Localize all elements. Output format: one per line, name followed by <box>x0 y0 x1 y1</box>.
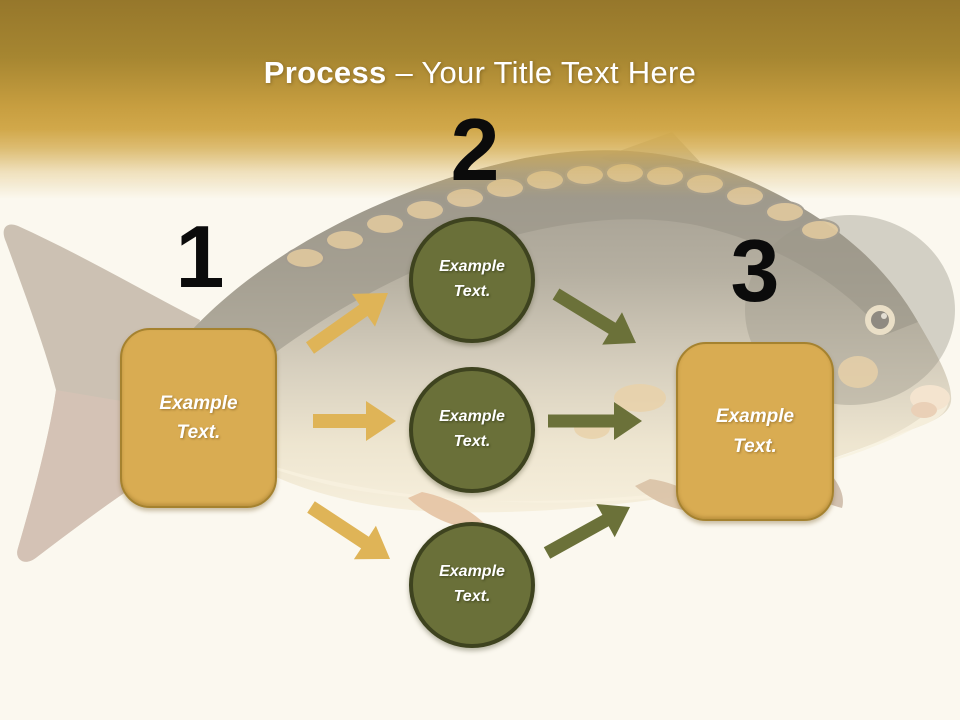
slide-title: Process – Your Title Text Here <box>0 52 960 94</box>
fish-pelvic-fin <box>408 492 488 529</box>
step2-circle-bottom: Example Text. <box>409 522 535 648</box>
step3-box-label: Example Text. <box>715 406 795 457</box>
step3-box: Example Text. <box>676 342 834 521</box>
fish-tail <box>3 224 211 562</box>
slide-title-rest: – Your Title Text Here <box>395 55 697 90</box>
step2-circle-top: Example Text. <box>409 217 535 343</box>
slide-title-emphasis: Process <box>263 55 387 90</box>
step-number-1: 1 <box>175 207 225 306</box>
step1-box-label: Example Text. <box>159 392 238 443</box>
step-number-3: 3 <box>730 221 780 320</box>
step2-circle-top-label: Example Text. <box>439 258 505 300</box>
fish-eye-highlight <box>881 313 887 319</box>
fish-lower-lip <box>911 402 937 418</box>
step2-circle-bottom-label: Example Text. <box>439 563 505 605</box>
step2-circle-middle: Example Text. <box>409 367 535 493</box>
step-number-2: 2 <box>450 100 500 199</box>
step1-box: Example Text. <box>120 328 277 508</box>
step2-circle-middle-label: Example Text. <box>439 408 505 450</box>
fish-eye-pupil <box>871 311 889 329</box>
